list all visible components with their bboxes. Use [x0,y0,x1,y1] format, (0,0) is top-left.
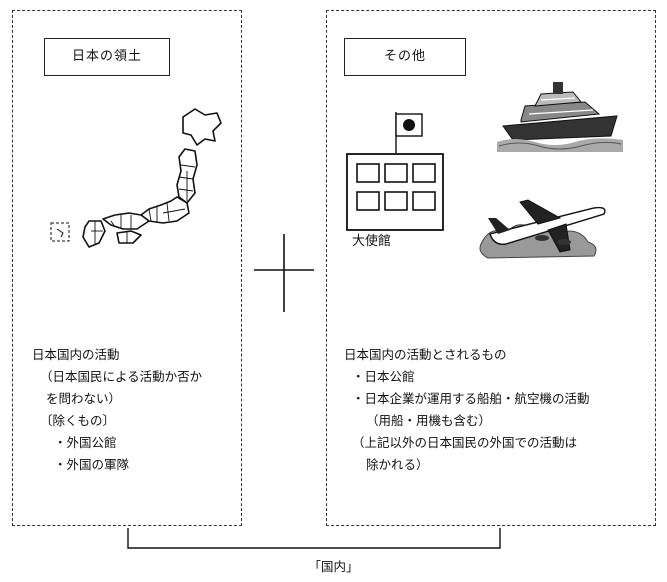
airplane-icon [479,199,606,259]
text-line: （用船・用機も含む） [366,413,492,428]
text-line: を問わない） [46,391,122,406]
territory-description: 日本国内の活動 （日本国民による活動か否か を問わない） 〔除くもの〕 ・外国公… [32,344,202,476]
embassy-building-icon [346,153,444,231]
text-line: ・外国公館 [54,435,117,450]
other-title: その他 [344,38,466,76]
text-line: ・日本企業が運用する船舶・航空機の活動 [352,391,590,406]
text-line: 日本国内の活動 [32,347,120,362]
text-line: （日本国民による活動か否か [40,369,203,384]
territory-title: 日本の領土 [44,38,170,76]
flag-icon [395,112,423,156]
text-line: ・外国の軍隊 [54,457,130,472]
territory-panel [12,10,242,526]
other-description: 日本国内の活動とされるもの ・日本公館 ・日本企業が運用する船舶・航空機の活動 … [344,344,590,476]
text-line: 除かれる） [366,457,429,472]
text-line: 日本国内の活動とされるもの [344,347,507,362]
text-line: 〔除くもの〕 [40,413,116,428]
domestic-bracket [127,528,501,549]
text-line: （上記以外の日本国民の外国での活動は [352,435,578,450]
plus-icon [254,234,314,312]
domestic-label: 「国内」 [308,559,359,574]
other-panel [326,10,656,526]
japan-map-icon [50,108,222,248]
embassy-label: 大使館 [352,234,392,249]
ship-icon [497,82,623,152]
text-line: ・日本公館 [352,369,415,384]
